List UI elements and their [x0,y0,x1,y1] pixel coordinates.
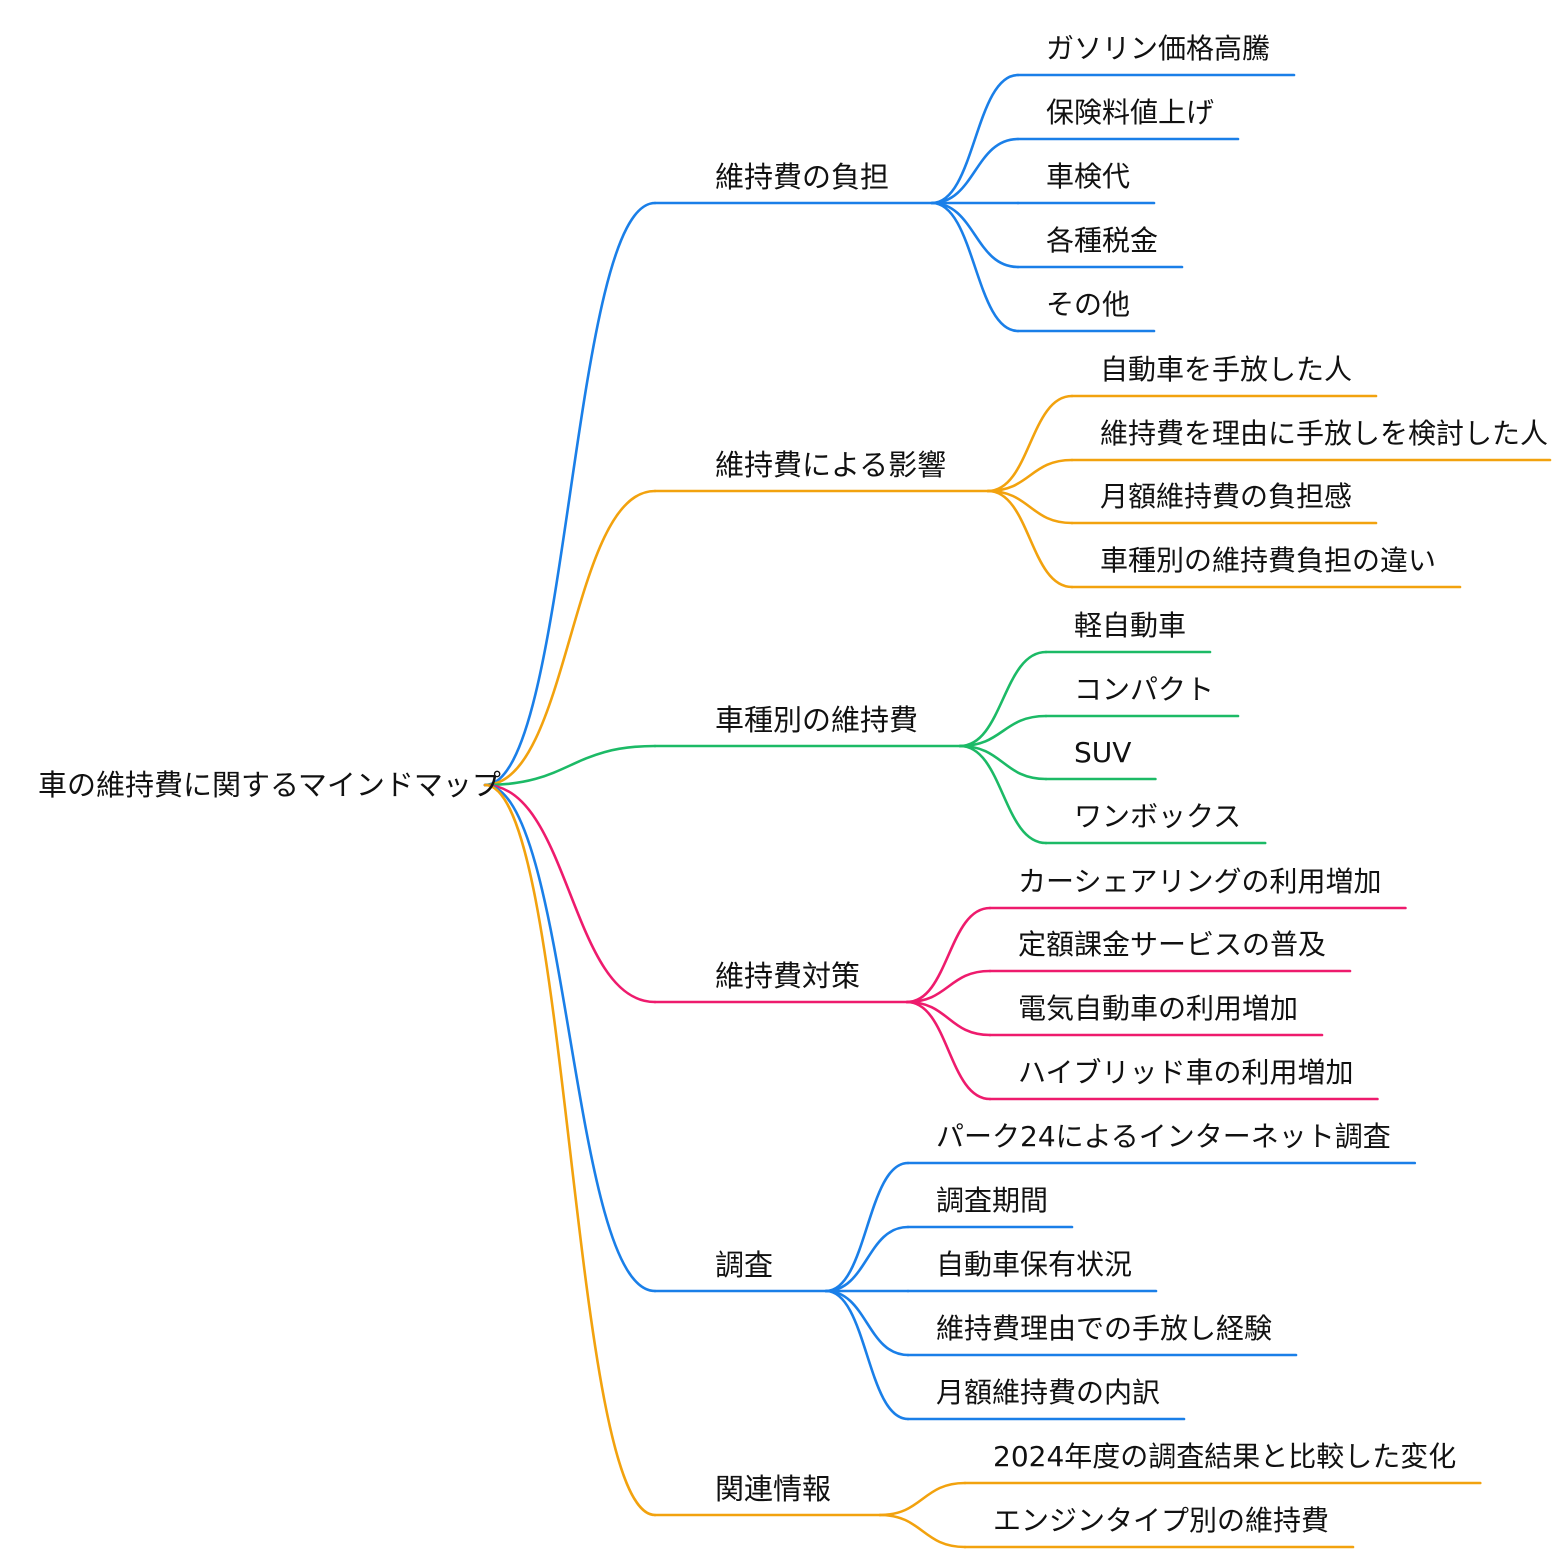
branch-label-4: 維持費対策 [715,959,860,993]
edge-branch-2-to-leaf-3 [986,489,1074,525]
root-label: 車の維持費に関するマインドマップ [38,768,501,802]
leaf-label-5-1: パーク24によるインターネット調査 [936,1120,1391,1153]
branch-label-2: 維持費による影響 [715,448,946,482]
leaf-label-3-4: ワンボックス [1074,800,1241,833]
edge-branch-4-to-leaf-3 [905,1000,992,1037]
leaf-label-6-1: 2024年度の調査結果と比較した変化 [993,1440,1456,1473]
edge-root-to-branch-5 [483,783,657,1293]
edge-branch-6-to-leaf-1 [878,1481,967,1517]
edge-branch-4-to-leaf-1 [905,906,992,1004]
leaf-label-2-2: 維持費を理由に手放しを検討した人 [1100,417,1548,450]
edge-branch-1-to-leaf-4 [930,201,1020,269]
leaf-label-5-4: 維持費理由での手放し経験 [936,1312,1272,1345]
edge-root-to-branch-2 [483,489,657,787]
edge-root-to-branch-6 [483,783,657,1517]
edge-branch-2-to-leaf-1 [986,394,1074,493]
branch-label-6: 関連情報 [715,1472,831,1506]
leaf-label-4-1: カーシェアリングの利用増加 [1018,865,1381,898]
leaf-label-5-3: 自動車保有状況 [936,1248,1132,1281]
edge-branch-5-to-leaf-5 [824,1289,910,1421]
leaf-label-5-2: 調査期間 [936,1184,1048,1217]
edge-branch-4-to-leaf-2 [905,969,992,1004]
leaf-label-3-2: コンパクト [1074,673,1214,706]
edge-branch-2-to-leaf-4 [986,489,1074,589]
branch-label-3: 車種別の維持費 [715,703,918,737]
leaf-label-4-4: ハイブリッド車の利用増加 [1018,1056,1353,1089]
leaf-label-3-3: SUV [1074,736,1131,769]
leaf-label-4-3: 電気自動車の利用増加 [1018,992,1298,1025]
edge-branch-6-to-leaf-2 [878,1513,967,1549]
edge-branch-3-to-leaf-3 [958,744,1048,781]
leaf-label-1-5: その他 [1046,288,1130,321]
edge-root-to-branch-4 [483,783,657,1004]
edge-branch-3-to-leaf-4 [958,744,1048,845]
edge-branch-5-to-leaf-2 [824,1225,910,1293]
edges-layer [483,73,1552,1549]
edge-branch-1-to-leaf-1 [930,73,1020,205]
edge-branch-1-to-leaf-5 [930,201,1020,333]
edge-branch-5-to-leaf-4 [824,1289,910,1357]
nodes-layer: 車の維持費に関するマインドマップ 維持費の負担 ガソリン価格高騰保険料値上げ車検代各… [38,32,1548,1537]
leaf-label-1-1: ガソリン価格高騰 [1046,32,1270,65]
leaf-label-1-3: 車検代 [1046,160,1130,193]
branch-label-5: 調査 [715,1248,773,1282]
leaf-label-2-3: 月額維持費の負担感 [1100,480,1352,513]
edge-branch-2-to-leaf-2 [986,458,1074,493]
edge-root-to-branch-1 [483,201,657,787]
leaf-label-2-4: 車種別の維持費負担の違い [1100,544,1436,577]
edge-branch-1-to-leaf-2 [930,137,1020,205]
leaf-label-2-1: 自動車を手放した人 [1100,353,1352,386]
edge-branch-4-to-leaf-4 [905,1000,992,1101]
leaf-label-6-2: エンジンタイプ別の維持費 [993,1504,1329,1537]
leaf-label-3-1: 軽自動車 [1074,609,1186,642]
branch-label-1: 維持費の負担 [715,160,889,194]
leaf-label-5-5: 月額維持費の内訳 [936,1376,1160,1409]
edge-branch-5-to-leaf-1 [824,1161,910,1293]
edge-root-to-branch-3 [483,744,657,787]
edge-branch-3-to-leaf-2 [958,714,1048,748]
leaf-label-1-2: 保険料値上げ [1046,96,1214,129]
leaf-label-4-2: 定額課金サービスの普及 [1018,928,1326,961]
edge-branch-3-to-leaf-1 [958,650,1048,748]
leaf-label-1-4: 各種税金 [1046,224,1158,257]
